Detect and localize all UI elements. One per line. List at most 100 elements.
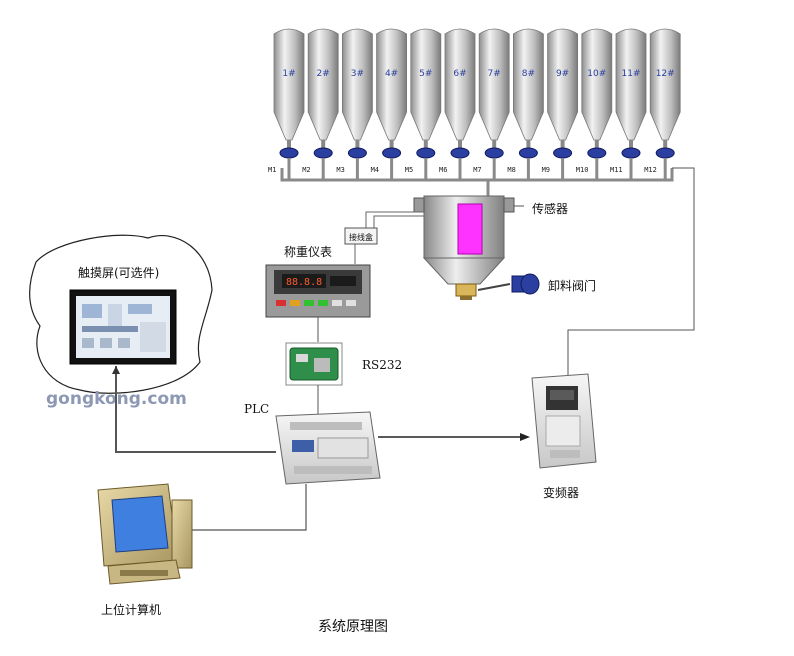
silo: 2# M2 bbox=[302, 28, 339, 180]
junction-wiring bbox=[354, 211, 424, 264]
silo-outlet bbox=[287, 140, 291, 148]
silo-number: 9# bbox=[556, 69, 569, 79]
silo-outlet bbox=[355, 140, 360, 148]
silo-body bbox=[307, 28, 339, 141]
return-line bbox=[567, 167, 695, 376]
touchscreen-cloud bbox=[29, 234, 213, 394]
silo-outlet bbox=[663, 140, 668, 148]
screw-feeder-motor bbox=[484, 147, 504, 159]
silo-body bbox=[513, 28, 544, 141]
silo-body bbox=[376, 28, 407, 141]
silo-number: 5# bbox=[419, 69, 432, 79]
silo: 7# M7 bbox=[473, 28, 510, 180]
silo-number: 8# bbox=[522, 69, 535, 79]
motor-label: M11 bbox=[610, 166, 623, 174]
silo-outlet bbox=[458, 140, 462, 148]
silo: 11# M11 bbox=[610, 28, 647, 180]
svg-text:88.8.8: 88.8.8 bbox=[286, 277, 322, 288]
silo: 8# M8 bbox=[507, 28, 544, 180]
motor-label: M8 bbox=[507, 166, 515, 174]
screw-feeder-motor bbox=[279, 147, 299, 159]
motor-label: M7 bbox=[473, 166, 481, 174]
silo-number: 6# bbox=[453, 69, 466, 79]
silo-body bbox=[478, 28, 510, 141]
silo-body bbox=[615, 28, 647, 141]
screw-feeder-motor bbox=[313, 147, 333, 159]
inverter-unit bbox=[531, 373, 597, 469]
inverter-label: 变频器 bbox=[543, 485, 579, 500]
sensor-label: 传感器 bbox=[532, 201, 568, 216]
screw-feeder-motor bbox=[655, 147, 675, 159]
screw-feeder-motor bbox=[553, 147, 573, 159]
junction-box bbox=[344, 227, 378, 245]
computer-plc-line bbox=[192, 484, 307, 531]
silo-number: 12# bbox=[656, 69, 675, 79]
rs232-label: RS232 bbox=[362, 358, 402, 372]
silo-number: 4# bbox=[385, 69, 398, 79]
weighing-instrument-label: 称重仪表 bbox=[284, 245, 332, 259]
silo-outlet bbox=[629, 140, 633, 148]
motor-label: M9 bbox=[542, 166, 550, 174]
motor-label: M12 bbox=[644, 166, 657, 174]
weighing-instrument: 88.8.8 bbox=[265, 264, 371, 318]
collector-pipe bbox=[280, 168, 674, 196]
silo: 5# M5 bbox=[405, 28, 442, 180]
screw-feeder-motor bbox=[587, 147, 607, 159]
silo-outlet bbox=[492, 140, 497, 148]
host-computer-label: 上位计算机 bbox=[101, 602, 161, 617]
silo-number: 10# bbox=[587, 69, 606, 79]
silo-body bbox=[581, 28, 613, 141]
silo-body bbox=[342, 28, 373, 141]
screw-feeder-motor bbox=[382, 147, 402, 159]
discharge-valve-actuator bbox=[477, 273, 540, 295]
host-computer bbox=[97, 483, 193, 585]
touchscreen-plc-line bbox=[115, 366, 276, 453]
plc-unit bbox=[275, 411, 381, 485]
silo-outlet bbox=[423, 140, 428, 148]
motor-label: M10 bbox=[576, 166, 589, 174]
silo: 10# M10 bbox=[576, 28, 613, 180]
silo-body bbox=[444, 28, 476, 141]
motor-label: M1 bbox=[268, 166, 276, 174]
rs232-module bbox=[285, 342, 343, 386]
screw-feeder-motor bbox=[518, 147, 538, 159]
motor-label: M3 bbox=[336, 166, 344, 174]
silo-body bbox=[410, 28, 442, 141]
motor-label: M4 bbox=[371, 166, 379, 174]
silo-number: 11# bbox=[622, 69, 641, 79]
silo-body bbox=[273, 28, 305, 141]
motor-label: M6 bbox=[439, 166, 447, 174]
silo-number: 2# bbox=[317, 69, 330, 79]
silo: 4# M4 bbox=[371, 28, 407, 180]
silo-outlet bbox=[321, 140, 326, 148]
screw-feeder-motor bbox=[416, 147, 436, 159]
silo-number: 7# bbox=[488, 69, 501, 79]
touchscreen-arrow bbox=[112, 366, 120, 374]
silo-number: 1# bbox=[282, 69, 295, 79]
silo-outlet bbox=[560, 140, 565, 148]
touchscreen-label: 触摸屏(可选件) bbox=[78, 266, 159, 280]
screw-feeder-motor bbox=[621, 147, 641, 159]
silo-body bbox=[649, 28, 681, 141]
junction-box-label: 接线盒 bbox=[349, 232, 373, 242]
screw-feeder-motor bbox=[450, 147, 470, 159]
silo-array: 1# M1 2# M2 3# M3 4# M4 5# M5 6# M6 7# M7 8# M8 9# M9 10# M… bbox=[268, 28, 681, 180]
screw-feeder-motor bbox=[347, 147, 367, 159]
silo-outlet bbox=[389, 140, 394, 148]
discharge-valve-label: 卸料阀门 bbox=[548, 278, 596, 293]
hopper-window bbox=[457, 203, 483, 255]
motor-label: M5 bbox=[405, 166, 413, 174]
silo: 12# M12 bbox=[644, 28, 681, 180]
silo-body bbox=[547, 28, 578, 141]
plc-label: PLC bbox=[244, 402, 269, 416]
diagram-title: 系统原理图 bbox=[318, 619, 388, 635]
silo: 6# M6 bbox=[439, 28, 476, 180]
touchscreen-device bbox=[69, 289, 177, 365]
plc-inverter-arrow bbox=[520, 433, 530, 441]
silo: 1# M1 bbox=[268, 28, 305, 180]
silo: 9# M9 bbox=[542, 28, 578, 180]
silo-number: 3# bbox=[351, 69, 364, 79]
silo-outlet bbox=[526, 140, 531, 148]
motor-label: M2 bbox=[302, 166, 310, 174]
